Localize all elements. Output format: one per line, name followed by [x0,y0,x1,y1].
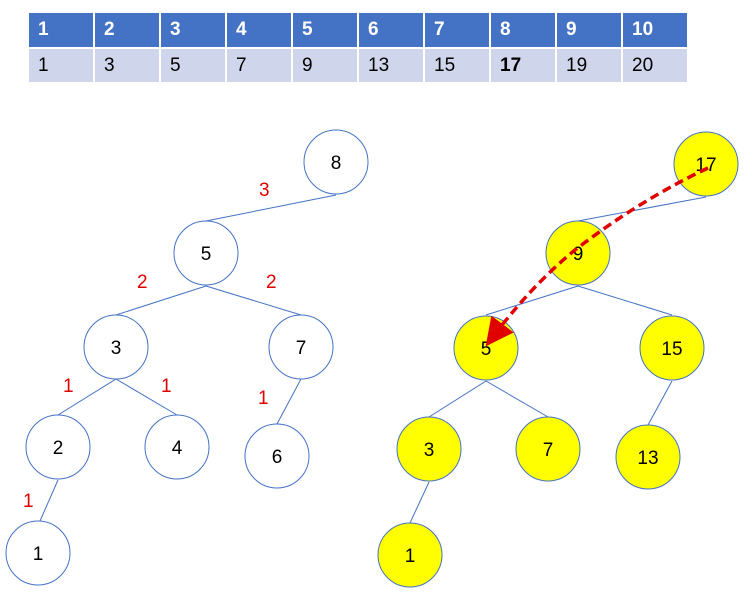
value-cell: 15 [423,47,491,84]
value-cell: 17 [489,47,557,84]
left-tree-nodes: 8 5 3 7 2 4 6 1 [5,129,369,586]
index-row: 1 2 3 4 5 6 7 8 9 10 [27,11,689,49]
node-label: 3 [111,338,122,359]
node-label: 4 [172,438,183,459]
node-label: 2 [53,438,64,459]
node-label: 5 [481,339,492,360]
edge [205,194,337,222]
edge [485,285,579,316]
tree-node [673,131,739,197]
value-cell: 13 [357,47,425,84]
left-tree-edges [39,194,337,522]
edge [39,479,59,522]
index-cell: 9 [555,11,623,49]
index-cell: 7 [423,11,491,49]
tree-node [244,423,310,489]
node-label: 17 [695,155,716,176]
tree-node [5,520,71,586]
tree-node [377,522,443,588]
edge [577,285,673,316]
edge [57,378,117,416]
edge [409,481,430,524]
edge [115,378,178,416]
node-label: 15 [661,339,682,360]
index-cell: 4 [225,11,293,49]
node-label: 8 [331,153,342,174]
index-cell: 8 [489,11,557,49]
value-cell: 7 [225,47,293,84]
tree-node [515,416,581,482]
node-label: 7 [296,338,307,359]
index-cell: 6 [357,11,425,49]
right-tree-nodes: 17 9 5 15 3 7 13 1 [377,131,739,588]
node-label: 3 [424,440,435,461]
edge-weight: 2 [266,272,277,293]
tree-node [303,129,369,195]
edge-weight: 1 [63,376,74,397]
value-cell: 9 [291,47,359,84]
edge-weight: 1 [161,376,172,397]
edge [577,196,707,222]
search-path-arrow [485,166,709,347]
index-cell: 3 [159,11,227,49]
tree-node [639,315,705,381]
value-cell: 1 [27,47,95,84]
value-cell: 20 [621,47,689,84]
index-cell: 10 [621,11,689,49]
node-label: 13 [637,448,658,469]
edge [647,380,673,426]
index-cell: 5 [291,11,359,49]
edge-weight: 2 [137,272,148,293]
value-table: 1 2 3 4 5 6 7 8 9 10 1 3 5 7 9 13 15 17 … [27,11,689,84]
tree-node [173,220,239,286]
edge-weight: 3 [259,180,270,201]
edge [205,285,302,316]
node-label: 7 [543,440,554,461]
tree-node [396,416,462,482]
edge-weight: 1 [23,491,34,512]
tree-node [268,314,334,380]
edge [428,380,487,418]
value-cell: 5 [159,47,227,84]
tree-node [615,424,681,490]
value-cell: 19 [555,47,623,84]
index-cell: 2 [93,11,161,49]
value-cell: 3 [93,47,161,84]
index-cell: 1 [27,11,95,49]
right-tree-edges [409,196,707,524]
edge-weight: 1 [258,388,269,409]
tree-node [83,314,149,380]
tree-node [25,414,91,480]
tree-node [144,414,210,480]
node-label: 1 [33,544,44,565]
node-label: 9 [573,244,584,265]
node-label: 1 [405,546,416,567]
node-label: 5 [201,244,212,265]
edge-weights: 3 2 2 1 1 1 1 [23,180,277,512]
node-label: 6 [272,447,283,468]
edge [276,378,302,425]
value-row: 1 3 5 7 9 13 15 17 19 20 [27,47,689,84]
edge [485,380,549,418]
edge [115,285,207,316]
